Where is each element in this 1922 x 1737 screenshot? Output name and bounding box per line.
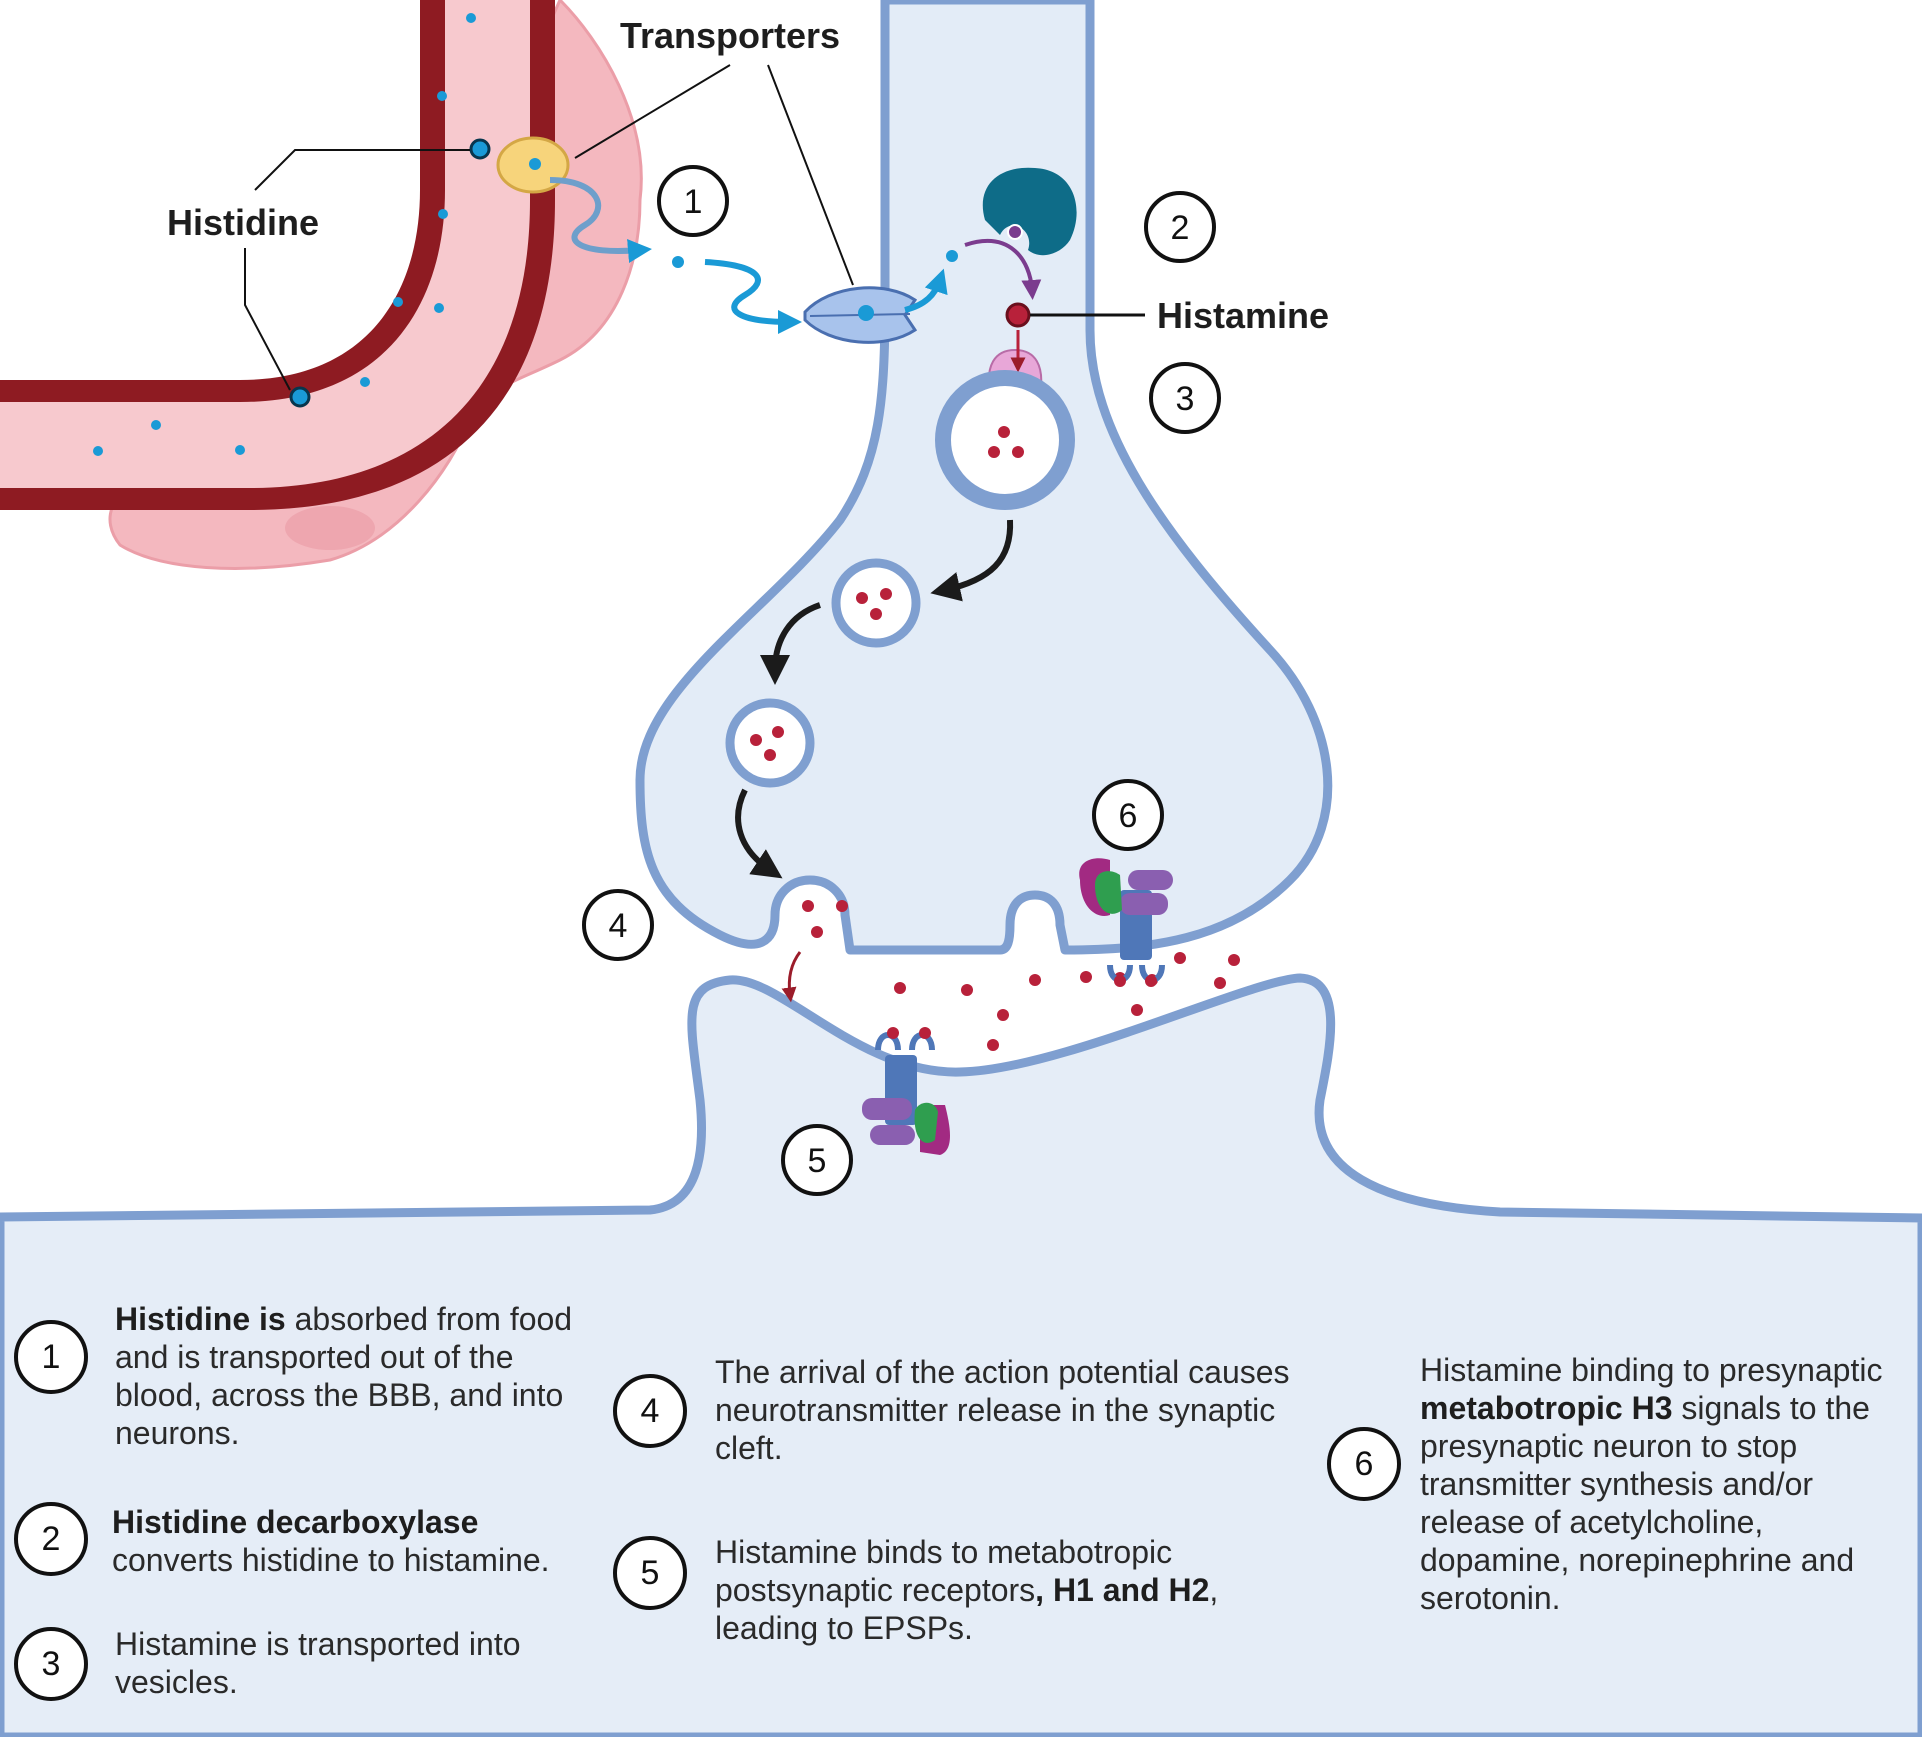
svg-text:2: 2 xyxy=(1171,209,1190,247)
legend-number-2: 2 xyxy=(14,1502,88,1576)
astrocyte-transporter xyxy=(496,136,570,194)
leader-lines xyxy=(244,64,854,391)
legend-item-3: Histamine is transported into vesicles. xyxy=(115,1626,521,1700)
step-marker-5: 5 xyxy=(781,1124,853,1196)
histidine-path-arrow-1 xyxy=(549,177,652,263)
postsynaptic-neuron xyxy=(0,973,1922,1737)
neuronal-transporter xyxy=(803,286,918,344)
histamine-molecule xyxy=(1005,302,1031,328)
histamine-label: Histamine xyxy=(1157,295,1329,336)
svg-text:3: 3 xyxy=(1176,380,1195,418)
histidine-molecule-cytosol xyxy=(946,250,958,262)
h3-receptor xyxy=(1079,858,1173,987)
step-marker-4: 4 xyxy=(582,889,654,961)
svg-text:4: 4 xyxy=(609,907,628,945)
vesicle-loading xyxy=(935,370,1075,510)
h1-h2-receptor xyxy=(862,1027,950,1155)
histidine-bound xyxy=(1007,224,1023,240)
histidine-label: Histidine xyxy=(167,202,319,243)
svg-text:1: 1 xyxy=(684,183,703,221)
vesicle-3 xyxy=(725,698,815,788)
vesicle-2 xyxy=(831,558,921,648)
svg-text:5: 5 xyxy=(808,1142,827,1180)
vesicle-arrow-2 xyxy=(760,602,822,685)
histidine-decarboxylase-enzyme xyxy=(982,167,1077,256)
histidine-path-arrow-2 xyxy=(704,259,802,334)
blood-vessel-lumen xyxy=(0,0,530,488)
decarboxylation-arrow xyxy=(964,239,1042,300)
legend-item-2: Histidine decarboxylase converts histidi… xyxy=(112,1504,550,1578)
release-arrow xyxy=(781,951,802,1003)
vesicle-arrow-1 xyxy=(930,519,1014,602)
legend-item-6: Histamine binding to presynaptic metabot… xyxy=(1420,1352,1883,1616)
histidine-molecule xyxy=(672,256,684,268)
step-marker-2: 2 xyxy=(1144,191,1216,263)
legend-number-1: 1 xyxy=(14,1320,88,1394)
legend-item-5: Histamine binds to metabotropic postsyna… xyxy=(715,1534,1219,1646)
svg-text:6: 6 xyxy=(1119,797,1138,835)
histidine-into-neuron-arrow xyxy=(904,268,948,313)
vesicle-arrow-3 xyxy=(735,788,783,879)
legend-item-4: The arrival of the action potential caus… xyxy=(715,1354,1290,1466)
histidine-molecules-blood xyxy=(93,13,491,456)
legend-item-1: Histidine is absorbed from food and is t… xyxy=(115,1301,573,1451)
transporters-label: Transporters xyxy=(620,15,840,56)
astrocyte-nucleus xyxy=(285,506,375,550)
step-marker-3: 3 xyxy=(1149,362,1221,434)
legend-number-4: 4 xyxy=(613,1374,687,1448)
legend-number-6: 6 xyxy=(1327,1427,1401,1501)
legend-number-3: 3 xyxy=(14,1627,88,1701)
step-marker-6: 6 xyxy=(1092,779,1164,851)
step-marker-1: 1 xyxy=(657,165,729,237)
legend-number-5: 5 xyxy=(613,1536,687,1610)
